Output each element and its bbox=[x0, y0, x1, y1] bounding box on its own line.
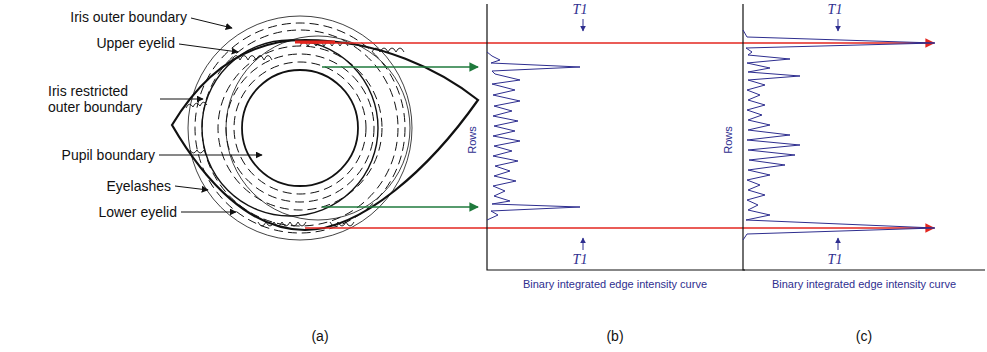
threshold-label: T1 bbox=[828, 2, 843, 18]
part-label: Iris restricted outer boundary bbox=[48, 83, 156, 115]
part-label: Lower eyelid bbox=[98, 204, 177, 220]
projection-arrows bbox=[300, 43, 934, 228]
eyelid-outline bbox=[172, 40, 478, 230]
subfigure-label: (c) bbox=[856, 328, 872, 344]
threshold-label: T1 bbox=[573, 252, 588, 268]
threshold-label: T1 bbox=[828, 252, 843, 268]
axis-label: Binary integrated edge intensity curve bbox=[523, 278, 707, 290]
pupil-circle bbox=[242, 70, 358, 186]
part-label: Upper eyelid bbox=[96, 35, 175, 51]
axis-label: Rows bbox=[722, 126, 734, 154]
chart-axes bbox=[487, 4, 745, 270]
edge-intensity-curve bbox=[743, 30, 935, 240]
chart-axes bbox=[743, 4, 985, 270]
axis-label: Rows bbox=[466, 126, 478, 154]
chart-c bbox=[743, 4, 985, 270]
part-label: Iris outer boundary bbox=[70, 9, 187, 25]
chart-b bbox=[487, 4, 745, 270]
eye-illustration bbox=[172, 16, 478, 240]
subfigure-label: (b) bbox=[606, 328, 623, 344]
iris-texture-rings bbox=[195, 23, 405, 233]
part-label: Pupil boundary bbox=[62, 147, 155, 163]
threshold-label: T1 bbox=[573, 2, 588, 18]
edge-intensity-curve bbox=[487, 52, 580, 220]
eyelashes-drawing bbox=[186, 42, 404, 226]
axis-label: Binary integrated edge intensity curve bbox=[772, 278, 956, 290]
part-label: Eyelashes bbox=[106, 178, 171, 194]
subfigure-label: (a) bbox=[311, 328, 328, 344]
